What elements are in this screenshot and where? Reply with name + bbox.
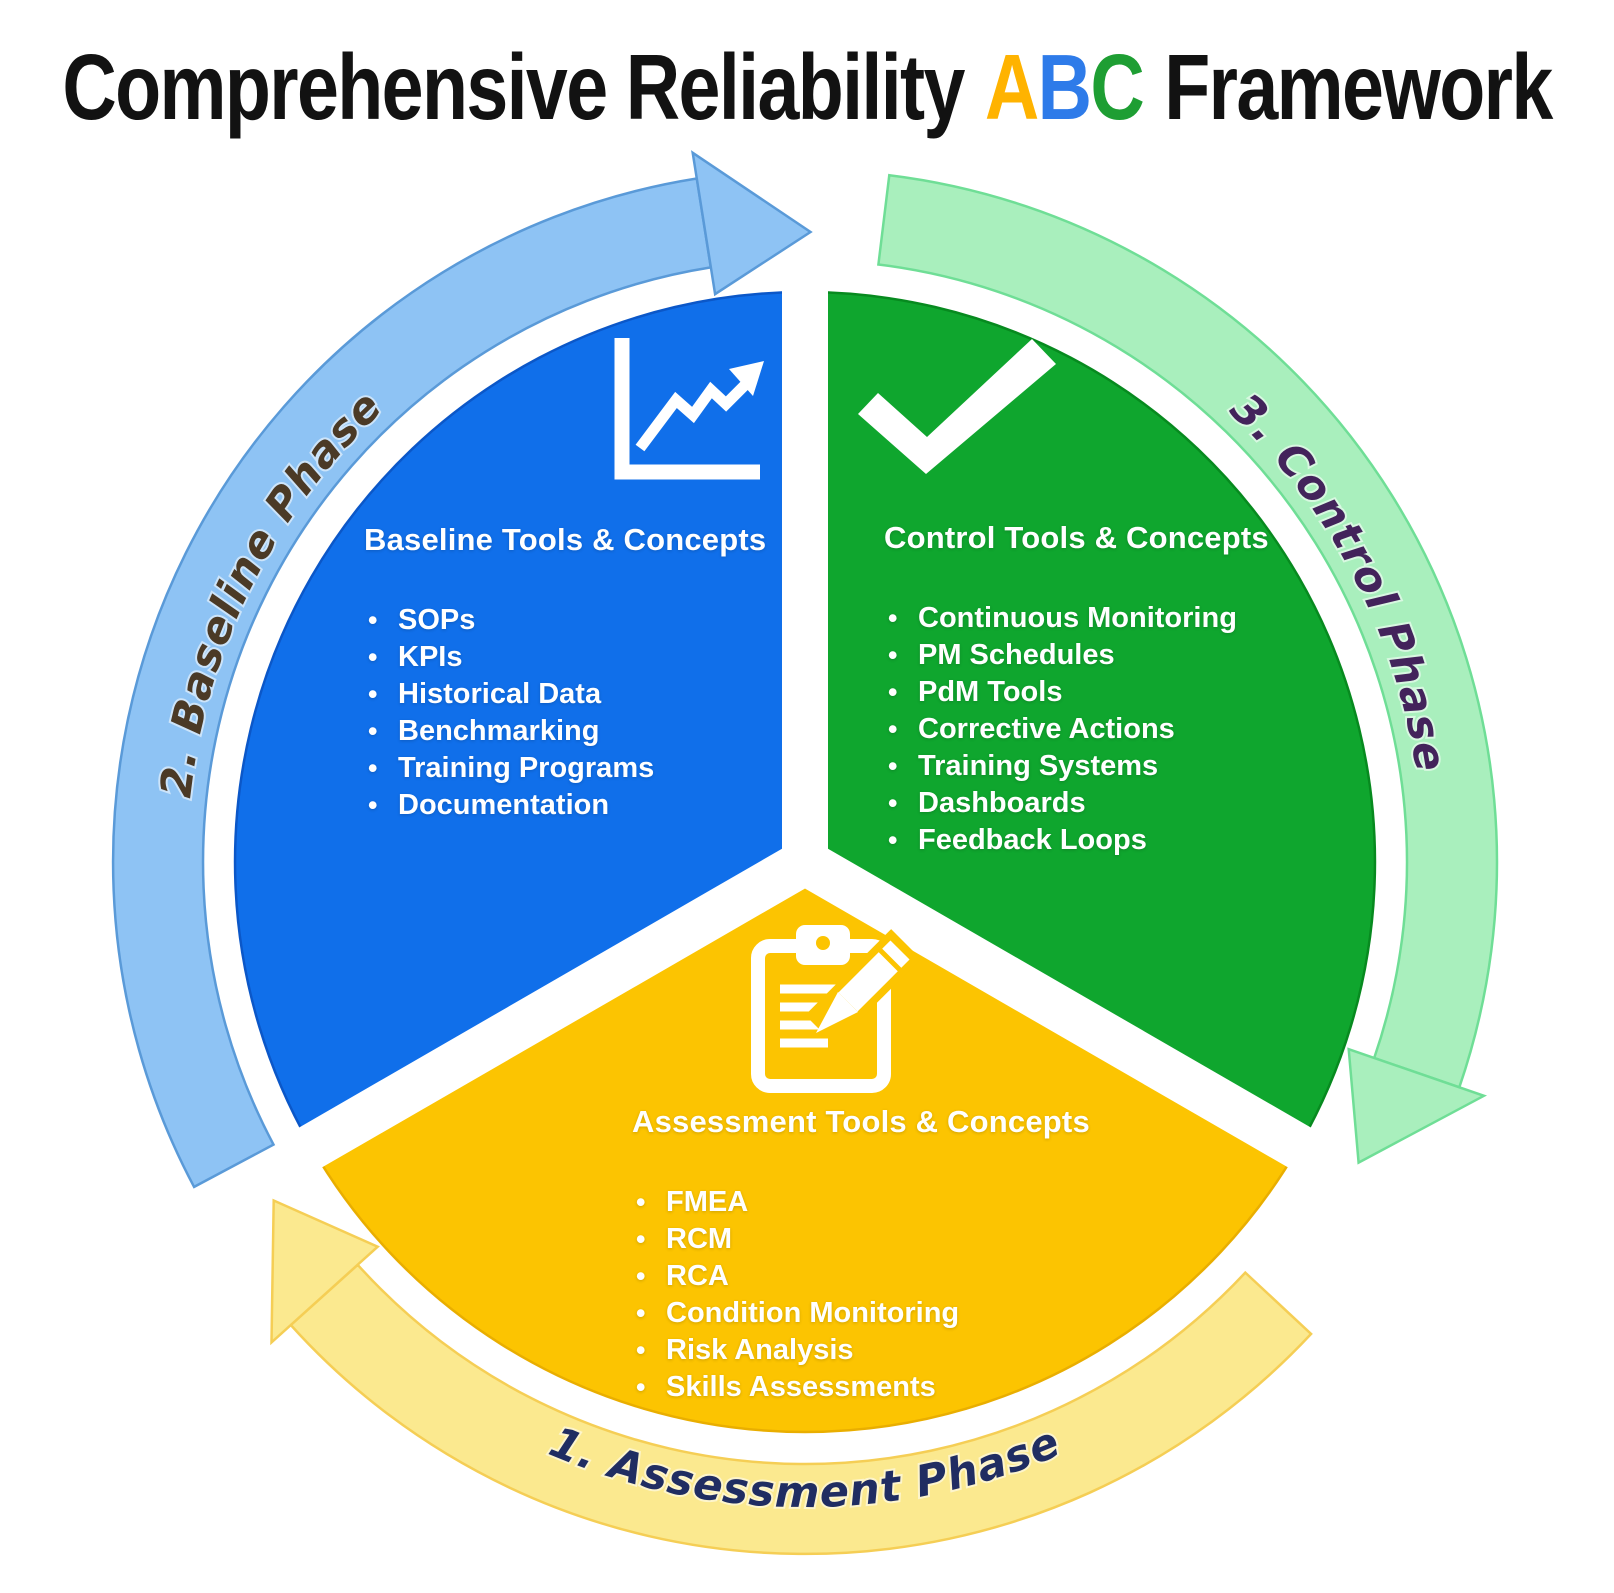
list-item: Training Systems: [884, 748, 1364, 785]
list-item: RCA: [632, 1258, 1122, 1295]
list-item: Corrective Actions: [884, 711, 1364, 748]
baseline-panel: Baseline Tools & Concepts SOPs KPIs Hist…: [364, 522, 804, 824]
title-text-left: Comprehensive Reliability: [62, 35, 965, 139]
baseline-panel-title: Baseline Tools & Concepts: [364, 522, 767, 557]
control-phase-arrow: [877, 173, 1499, 1165]
list-item: Documentation: [364, 787, 804, 824]
control-item-list: Continuous Monitoring PM Schedules PdM T…: [884, 600, 1364, 859]
assessment-panel: Assessment Tools & Concepts FMEA RCM RCA…: [632, 1104, 1122, 1406]
control-panel-title: Control Tools & Concepts: [884, 520, 1269, 555]
list-item: RCM: [632, 1221, 1122, 1258]
wedge-separators: [280, 270, 1330, 1178]
baseline-phase-arrow: [111, 150, 813, 1189]
baseline-item-list: SOPs KPIs Historical Data Benchmarking T…: [364, 602, 804, 824]
list-item: KPIs: [364, 639, 804, 676]
assessment-item-list: FMEA RCM RCA Condition Monitoring Risk A…: [632, 1184, 1122, 1406]
clipboard-pencil-icon: [751, 925, 921, 1093]
control-panel: Control Tools & Concepts Continuous Moni…: [884, 520, 1364, 859]
list-item: Condition Monitoring: [632, 1295, 1122, 1332]
title-letter-b: B: [1037, 35, 1092, 139]
list-item: SOPs: [364, 602, 804, 639]
list-item: Feedback Loops: [884, 822, 1364, 859]
title-letter-c: C: [1090, 35, 1144, 139]
list-item: Risk Analysis: [632, 1332, 1122, 1369]
checkmark-icon: [858, 339, 1056, 474]
list-item: Skills Assessments: [632, 1369, 1122, 1406]
arrowhead-icon: [1347, 1047, 1488, 1165]
arrowhead-icon: [691, 150, 813, 297]
line-chart-icon: [614, 338, 764, 480]
list-item: Benchmarking: [364, 713, 804, 750]
list-item: PdM Tools: [884, 674, 1364, 711]
page-title: Comprehensive Reliability A B C Framewor…: [62, 34, 1553, 141]
title-letter-a: A: [984, 35, 1039, 139]
list-item: Historical Data: [364, 676, 804, 713]
assessment-panel-title: Assessment Tools & Concepts: [632, 1104, 1090, 1139]
list-item: FMEA: [632, 1184, 1122, 1221]
list-item: Training Programs: [364, 750, 804, 787]
list-item: PM Schedules: [884, 637, 1364, 674]
list-item: Continuous Monitoring: [884, 600, 1364, 637]
list-item: Dashboards: [884, 785, 1364, 822]
title-text-right: Framework: [1164, 35, 1553, 139]
assessment-phase-arrow: [270, 1198, 1313, 1556]
arrowhead-icon: [270, 1198, 380, 1346]
